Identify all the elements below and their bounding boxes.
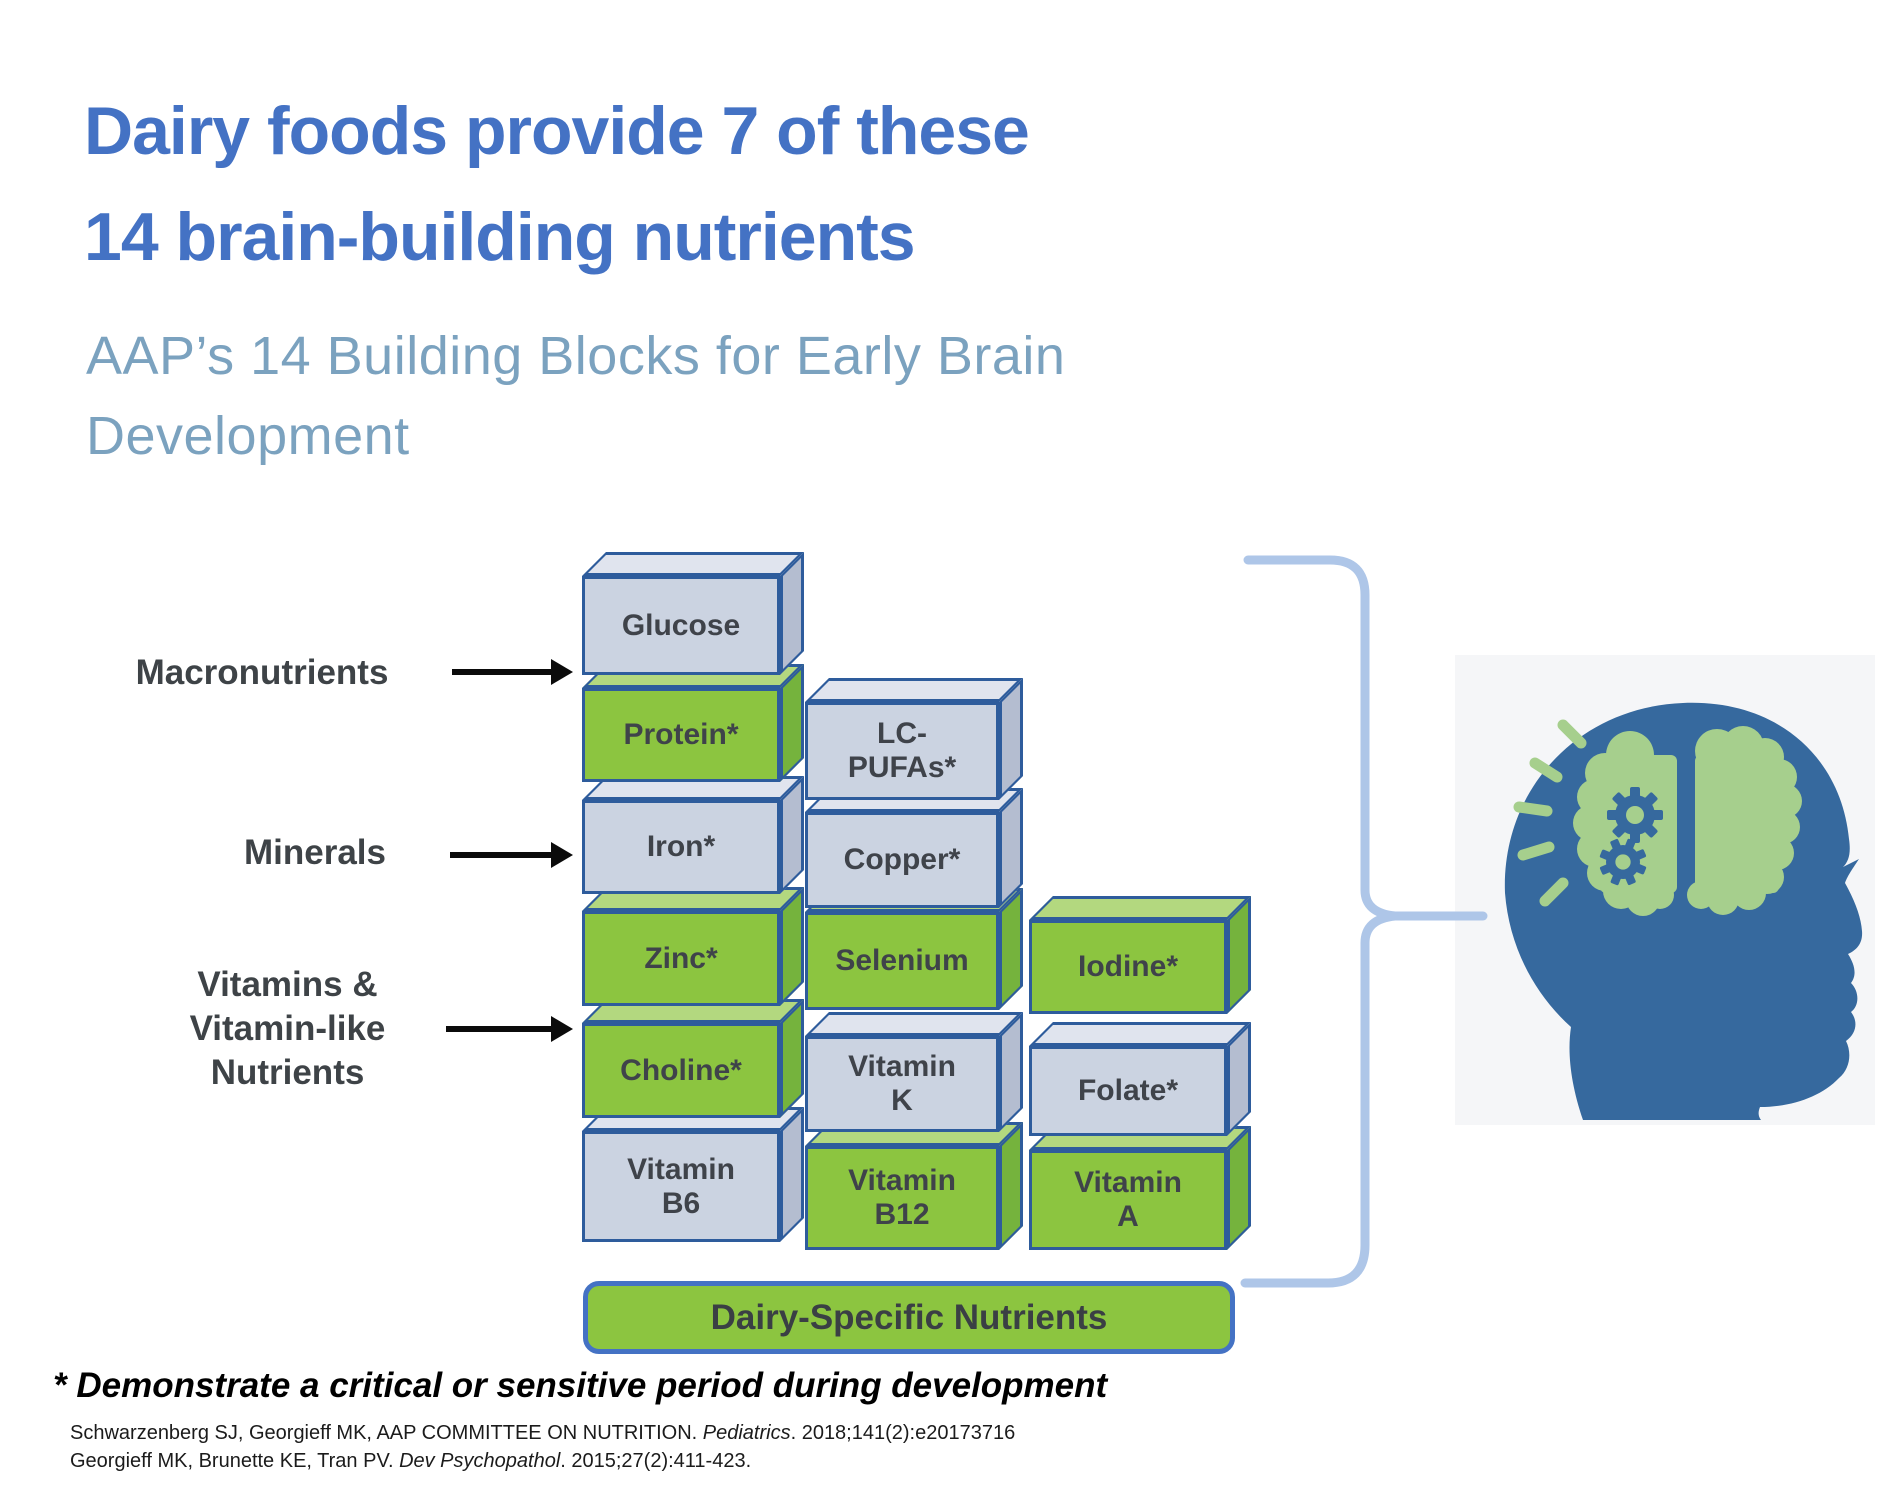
citation-text: Schwarzenberg SJ, Georgieff MK, AAP COMM… (70, 1422, 703, 1444)
block-label: Copper* (843, 843, 961, 877)
gear-icon (1599, 838, 1647, 886)
block-top-face (805, 678, 1023, 702)
block-top-face (1029, 896, 1251, 920)
block-front-face: Iron* (582, 800, 780, 894)
block-front-face: Selenium (805, 912, 999, 1010)
gear-icon (1607, 787, 1663, 843)
citation-text: Georgieff MK, Brunette KE, Tran PV. (70, 1450, 400, 1472)
footnote: * Demonstrate a critical or sensitive pe… (53, 1366, 1108, 1405)
block-front-face: Folate* (1029, 1046, 1227, 1136)
citation-line: Schwarzenberg SJ, Georgieff MK, AAP COMM… (70, 1422, 1015, 1445)
category-label-minerals: Minerals (120, 831, 510, 875)
right-arrow-icon-macronutrients (452, 659, 573, 685)
block-front-face: Vitamin K (805, 1036, 999, 1132)
title-line-2: 14 brain-building nutrients (84, 199, 916, 275)
block-front-face: Copper* (805, 812, 999, 908)
subtitle-line-1: AAP’s 14 Building Blocks for Early Brain (86, 326, 1066, 386)
block-label: Folate* (1077, 1074, 1179, 1108)
block-label: Vitamin K (848, 1050, 956, 1117)
category-line: Nutrients (210, 1053, 365, 1092)
block-front-face: Protein* (582, 688, 780, 782)
category-line: Vitamins & (197, 965, 378, 1004)
category-line: Vitamin-like (189, 1009, 386, 1048)
block-choline: Choline* (582, 999, 804, 1118)
citation-journal: Dev Psychopathol (399, 1450, 561, 1472)
right-arrow-icon-vitamins (446, 1016, 573, 1042)
block-iron: Iron* (582, 776, 804, 894)
block-label: Vitamin A (1074, 1166, 1182, 1233)
page-title: Dairy foods provide 7 of these 14 brain-… (84, 78, 1030, 290)
category-line: Macronutrients (135, 653, 389, 692)
block-copper: Copper* (805, 788, 1023, 908)
right-arrow-icon-minerals (450, 842, 573, 868)
block-label: Selenium (835, 944, 969, 978)
block-front-face: Glucose (582, 576, 780, 675)
block-vitamin-a: Vitamin A (1029, 1126, 1251, 1250)
block-iodine: Iodine* (1029, 896, 1251, 1014)
block-label: Protein* (623, 718, 739, 752)
block-front-face: Iodine* (1029, 920, 1227, 1014)
child-head-brain-illustration (1455, 655, 1875, 1125)
curly-brace-icon (1240, 555, 1488, 1288)
block-lc-pufas: LC- PUFAs* (805, 678, 1023, 800)
block-front-face: LC- PUFAs* (805, 702, 999, 800)
block-front-face: Vitamin B12 (805, 1146, 999, 1250)
block-top-face (582, 552, 804, 576)
block-front-face: Choline* (582, 1023, 780, 1118)
subtitle-line-2: Development (86, 406, 410, 466)
citation-text: . 2015;27(2):411-423. (560, 1450, 752, 1472)
category-label-macronutrients: Macronutrients (67, 651, 457, 695)
block-label: LC- PUFAs* (847, 717, 957, 784)
block-side-face (780, 552, 804, 675)
block-vitamin-b6: Vitamin B6 (582, 1107, 804, 1242)
dairy-specific-legend-label: Dairy-Specific Nutrients (710, 1297, 1108, 1337)
block-zinc: Zinc* (582, 887, 804, 1006)
citation-line: Georgieff MK, Brunette KE, Tran PV. Dev … (70, 1450, 751, 1473)
block-label: Iodine* (1077, 950, 1178, 984)
citation-text: . 2018;141(2):e20173716 (790, 1422, 1016, 1444)
block-selenium: Selenium (805, 888, 1023, 1010)
block-label: Iron* (646, 830, 716, 864)
citation-journal: Pediatrics (702, 1422, 791, 1444)
category-line: Minerals (244, 833, 386, 872)
block-label: Choline* (620, 1053, 742, 1087)
title-line-1: Dairy foods provide 7 of these (84, 93, 1030, 169)
block-front-face: Vitamin A (1029, 1150, 1227, 1250)
block-vitamin-b12: Vitamin B12 (805, 1122, 1023, 1250)
block-front-face: Vitamin B6 (582, 1131, 780, 1242)
block-vitamin-k: Vitamin K (805, 1012, 1023, 1132)
block-label: Vitamin B6 (627, 1152, 735, 1220)
block-folate: Folate* (1029, 1022, 1251, 1136)
block-top-face (805, 1012, 1023, 1036)
spark-rays-icon (1513, 719, 1587, 907)
block-top-face (1029, 1022, 1251, 1046)
block-glucose: Glucose (582, 552, 804, 675)
category-label-vitamins: Vitamins & Vitamin-like Nutrients (85, 963, 490, 1095)
page-subtitle: AAP’s 14 Building Blocks for Early Brain… (86, 316, 1065, 476)
block-side-face (780, 1107, 804, 1242)
block-front-face: Zinc* (582, 911, 780, 1006)
block-label: Vitamin B12 (848, 1164, 956, 1231)
block-protein: Protein* (582, 664, 804, 782)
block-label: Glucose (621, 608, 741, 642)
dairy-specific-legend-box: Dairy-Specific Nutrients (583, 1281, 1235, 1354)
block-label: Zinc* (644, 941, 718, 975)
